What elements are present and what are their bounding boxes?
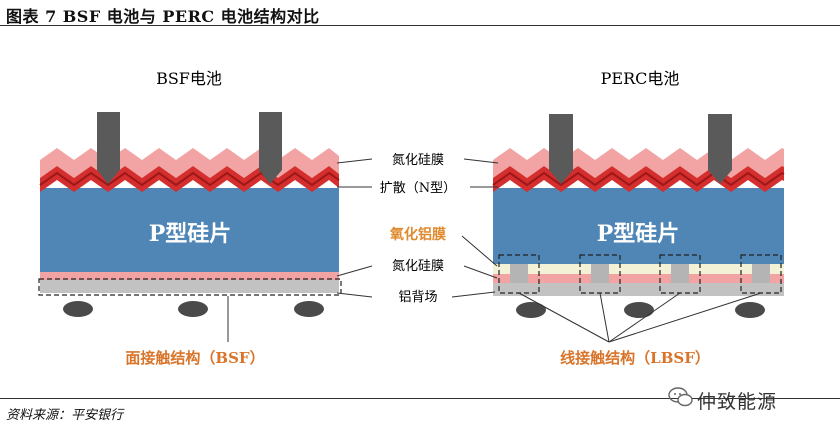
cell-structure-diagram: BSF电池 PERC电池 P型硅片: [38, 69, 785, 367]
bsf-front-electrode-right: [259, 112, 282, 184]
bsf-body-label: P型硅片: [149, 221, 232, 247]
bsf-diffusion-edge: [39, 171, 340, 187]
bsf-back-contact-2: [178, 301, 208, 317]
perc-local-contact-1: [510, 264, 528, 283]
bsf-contact-caption: 面接触结构（BSF）: [125, 349, 264, 367]
callout-diffusion: 扩散（N型）: [380, 181, 456, 196]
perc-back-contact-2: [624, 302, 654, 318]
perc-back-contact-3: [735, 302, 765, 318]
perc-title: PERC电池: [601, 69, 680, 88]
source-note: 资料来源：平安银行: [6, 408, 124, 423]
perc-silicon-body: [493, 188, 784, 264]
perc-al-back-field: [493, 283, 784, 296]
leader-lines: [227, 158, 762, 343]
watermark-text: 仲致能源: [697, 391, 778, 413]
perc-front-electrode-left: [549, 114, 573, 184]
perc-alox-layer: [493, 264, 784, 274]
bsf-back-contact-1: [63, 301, 93, 317]
bsf-back-contact-3: [294, 301, 324, 317]
bsf-title: BSF电池: [156, 69, 222, 88]
callout-sin-back: 氮化硅膜: [392, 259, 444, 274]
bsf-al-back-field: [40, 280, 339, 293]
bsf-contact-box: [38, 278, 342, 296]
wechat-icon: [668, 387, 693, 407]
perc-diffusion-edge: [492, 171, 785, 187]
perc-back-contact-1: [516, 302, 546, 318]
perc-front-electrode-right: [708, 114, 732, 184]
perc-cell: P型硅片: [492, 114, 785, 318]
perc-local-contact-2: [591, 264, 609, 283]
callout-al-back: 铝背场: [398, 290, 437, 305]
title-underline: [0, 25, 840, 26]
perc-body-label: P型硅片: [597, 221, 680, 247]
bsf-front-electrode-left: [97, 112, 120, 184]
perc-sin-back-layer: [493, 274, 784, 283]
footer-rule: [0, 398, 840, 399]
figure-title: 图表 7 BSF 电池与 PERC 电池结构对比: [6, 7, 320, 26]
perc-contact-caption: 线接触结构（LBSF）: [560, 349, 710, 367]
bsf-cell: P型硅片: [38, 112, 342, 317]
bsf-pink-back-layer: [40, 272, 339, 280]
bsf-silicon-body: [40, 188, 339, 272]
callout-sin-top: 氮化硅膜: [392, 153, 444, 168]
callout-alox: 氧化铝膜: [389, 226, 446, 243]
perc-local-contact-4: [752, 264, 770, 283]
perc-local-contact-3: [671, 264, 689, 283]
